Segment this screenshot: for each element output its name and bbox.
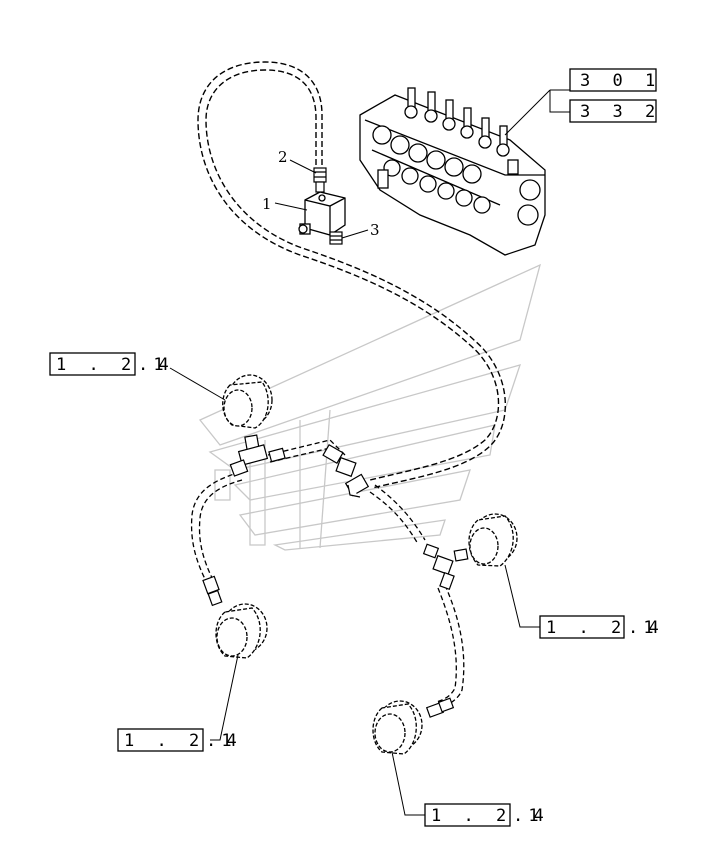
svg-text:. 4: . 4: [628, 618, 659, 638]
callout-part-2: 2: [278, 148, 288, 166]
reference-box-332: 3 3 2: [569, 99, 661, 123]
control-valve-bank: [359, 87, 546, 256]
svg-text:1 . 2 1: 1 . 2 1: [431, 806, 545, 826]
motor-bottom: [372, 700, 423, 755]
svg-text:1 . 2 1: 1 . 2 1: [56, 355, 170, 375]
motor-upper-left: [222, 374, 273, 429]
reference-box-motor-upper-left: 1 . 2 1 . 4: [49, 352, 170, 376]
svg-text:. 4: . 4: [513, 806, 544, 826]
motor-right: [468, 513, 518, 567]
motor-lower-left: [215, 603, 268, 659]
reference-box-301: 3 0 1: [569, 68, 661, 92]
hose-fittings: [202, 434, 469, 718]
svg-text:. 4: . 4: [138, 355, 169, 375]
callout-part-1: 1: [262, 195, 272, 213]
svg-text:3 0 1: 3 0 1: [580, 71, 661, 91]
callout-part-3: 3: [370, 221, 380, 239]
callout-leaders: [274, 159, 369, 239]
svg-text:. 4: . 4: [206, 731, 237, 751]
valve-reference-leader: [504, 89, 570, 136]
svg-text:1 . 2 1: 1 . 2 1: [546, 618, 660, 638]
solenoid-valve-part-1: [298, 191, 346, 236]
reference-box-motor-lower-left: 1 . 2 1 . 4: [117, 728, 238, 752]
svg-text:3 3 2: 3 3 2: [580, 102, 661, 122]
hose-lower-right: [369, 484, 465, 709]
motor-reference-leaders: [169, 367, 540, 816]
hose-main: [197, 61, 507, 489]
reference-box-motor-bottom: 1 . 2 1 . 4: [424, 803, 545, 827]
svg-text:1 . 2 1: 1 . 2 1: [124, 731, 238, 751]
fitting-part-3: [329, 231, 343, 245]
reference-box-motor-right: 1 . 2 1 . 4: [539, 615, 660, 639]
fitting-part-2: [313, 167, 327, 193]
watermark-logo: [198, 263, 541, 551]
part-callouts: 1 2 3: [262, 148, 380, 239]
